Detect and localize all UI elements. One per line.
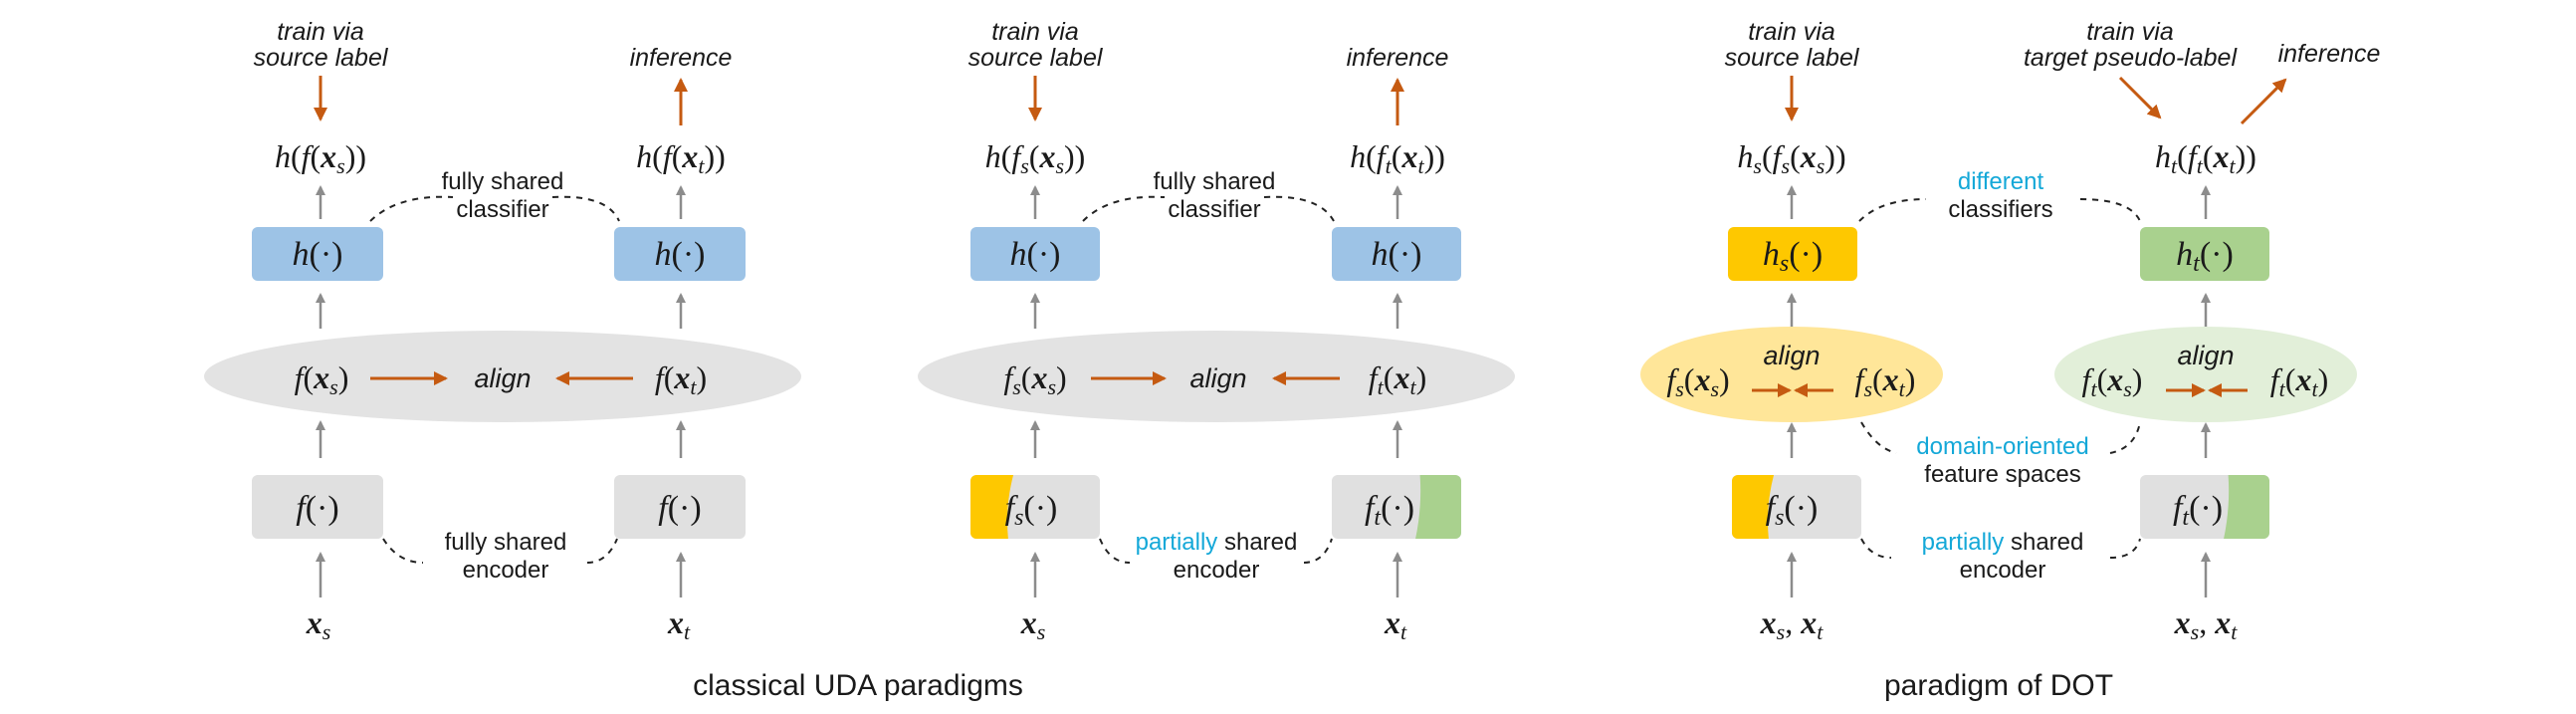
train-target-label: train via (2086, 18, 2174, 46)
classifier-box-source (1728, 227, 1857, 281)
domain-oriented-label: domain-oriented (1916, 433, 2088, 460)
output-source: hs(fs(xs)) (1737, 138, 1845, 178)
classifier-target-text: h(·) (1372, 236, 1422, 273)
encoder-box-source (1732, 475, 1861, 539)
encoder-target-text: ft(·) (1365, 490, 1414, 531)
output-target: h(f(xt)) (636, 138, 726, 178)
dashed-link-encoder (382, 538, 618, 564)
encoder-source-text: fs(·) (1766, 490, 1819, 531)
train-source-label-2: source label (1725, 44, 1860, 72)
feature-source: f(xs) (295, 359, 349, 399)
shared-classifier-label: fully shared (442, 168, 564, 195)
train-source-label: train via (1748, 18, 1835, 46)
classifier-source-text: hs(·) (1763, 236, 1823, 277)
panel-classical-fully-shared: train via source label inference h(f(xs)… (204, 18, 801, 644)
partially-shared-encoder-label: partially shared (1922, 529, 2084, 556)
encoder-target-text: ft(·) (2173, 490, 2223, 531)
feature-target-target: ft(xt) (2270, 361, 2328, 401)
panel-dot: train via source label train via target … (1640, 18, 2380, 644)
input-source-both: xs, xt (1760, 604, 1825, 644)
inference-label: inference (1347, 44, 1449, 72)
shared-encoder-label-2: encoder (463, 557, 549, 584)
dashed-link-classifier (1858, 198, 2141, 222)
caption-dot: paradigm of DOT (1884, 669, 2113, 702)
train-target-label-2: target pseudo-label (2024, 44, 2238, 72)
classifier-source-text: h(·) (1010, 236, 1061, 273)
dashed-link-classifier (1082, 195, 1335, 222)
partially-shared-encoder-label-2: encoder (1960, 557, 2046, 584)
shared-classifier-label: fully shared (1154, 168, 1276, 195)
output-target: ht(ft(xt)) (2155, 138, 2256, 178)
different-classifiers-label-2: classifiers (1948, 196, 2052, 223)
classifier-box-target (614, 227, 746, 281)
align-ellipse (918, 331, 1515, 422)
feature-source-source: fs(xs) (1666, 361, 1729, 401)
feature-target-source: ft(xs) (2082, 361, 2143, 401)
classifier-box-source (970, 227, 1100, 281)
train-source-label: train via (277, 18, 364, 46)
dashed-link-encoder (1099, 538, 1333, 564)
align-ellipse (204, 331, 801, 422)
classifier-target-text: ht(·) (2176, 236, 2234, 277)
train-source-label: train via (991, 18, 1079, 46)
feature-source: fs(xs) (1003, 359, 1066, 399)
output-target: h(ft(xt)) (1350, 138, 1445, 178)
output-source: h(f(xs)) (275, 138, 366, 178)
encoder-source-text: f(·) (296, 490, 338, 527)
encoder-source-text: fs(·) (1005, 490, 1058, 531)
inference-label: inference (2278, 40, 2381, 68)
different-classifiers-label: different (1958, 168, 2044, 195)
classifier-box-target (1332, 227, 1461, 281)
align-label-target: align (2177, 341, 2234, 370)
align-label-source: align (1763, 341, 1820, 370)
train-source-label-2: source label (254, 44, 389, 72)
orange-arrow-inference (2240, 78, 2287, 125)
train-source-label-2: source label (968, 44, 1104, 72)
input-target-both: xs, xt (2174, 604, 2239, 644)
source-feature-space-ellipse (1640, 327, 1943, 422)
caption-classical: classical UDA paradigms (693, 669, 1023, 702)
feature-target: ft(xt) (1369, 359, 1426, 399)
inference-label: inference (630, 44, 733, 72)
target-feature-space-ellipse (2054, 327, 2357, 422)
orange-arrow-pseudo (2118, 76, 2162, 119)
panel-classical-partially-shared: train via source label inference h(fs(xs… (918, 18, 1515, 644)
input-source: xs (1020, 604, 1046, 644)
feature-target: f(xt) (655, 359, 707, 399)
classifier-box-target (2140, 227, 2269, 281)
partially-shared-encoder-label: partially shared (1136, 529, 1298, 556)
encoder-box-target (614, 475, 746, 539)
encoder-box-target (1332, 475, 1461, 539)
classifier-source-text: h(·) (293, 236, 343, 273)
classifier-target-text: h(·) (655, 236, 706, 273)
partially-shared-encoder-label-2: encoder (1174, 557, 1260, 584)
input-target: xt (1384, 604, 1407, 644)
align-label: align (474, 363, 531, 393)
encoder-target-text: f(·) (658, 490, 701, 527)
dashed-link-encoder (1860, 538, 2141, 559)
output-source: h(fs(xs)) (985, 138, 1086, 178)
shared-encoder-label: fully shared (445, 529, 567, 556)
input-target: xt (667, 604, 691, 644)
encoder-box-source (252, 475, 383, 539)
input-source: xs (306, 604, 331, 644)
shared-classifier-label-2: classifier (456, 196, 548, 223)
dashed-link-feature-spaces (1860, 421, 2141, 454)
classifier-box-source (252, 227, 383, 281)
dashed-link-classifier (369, 195, 620, 222)
feature-spaces-label: feature spaces (1924, 461, 2080, 488)
align-label: align (1189, 363, 1246, 393)
encoder-box-source (970, 475, 1100, 539)
shared-classifier-label-2: classifier (1168, 196, 1260, 223)
encoder-box-target (2140, 475, 2269, 539)
